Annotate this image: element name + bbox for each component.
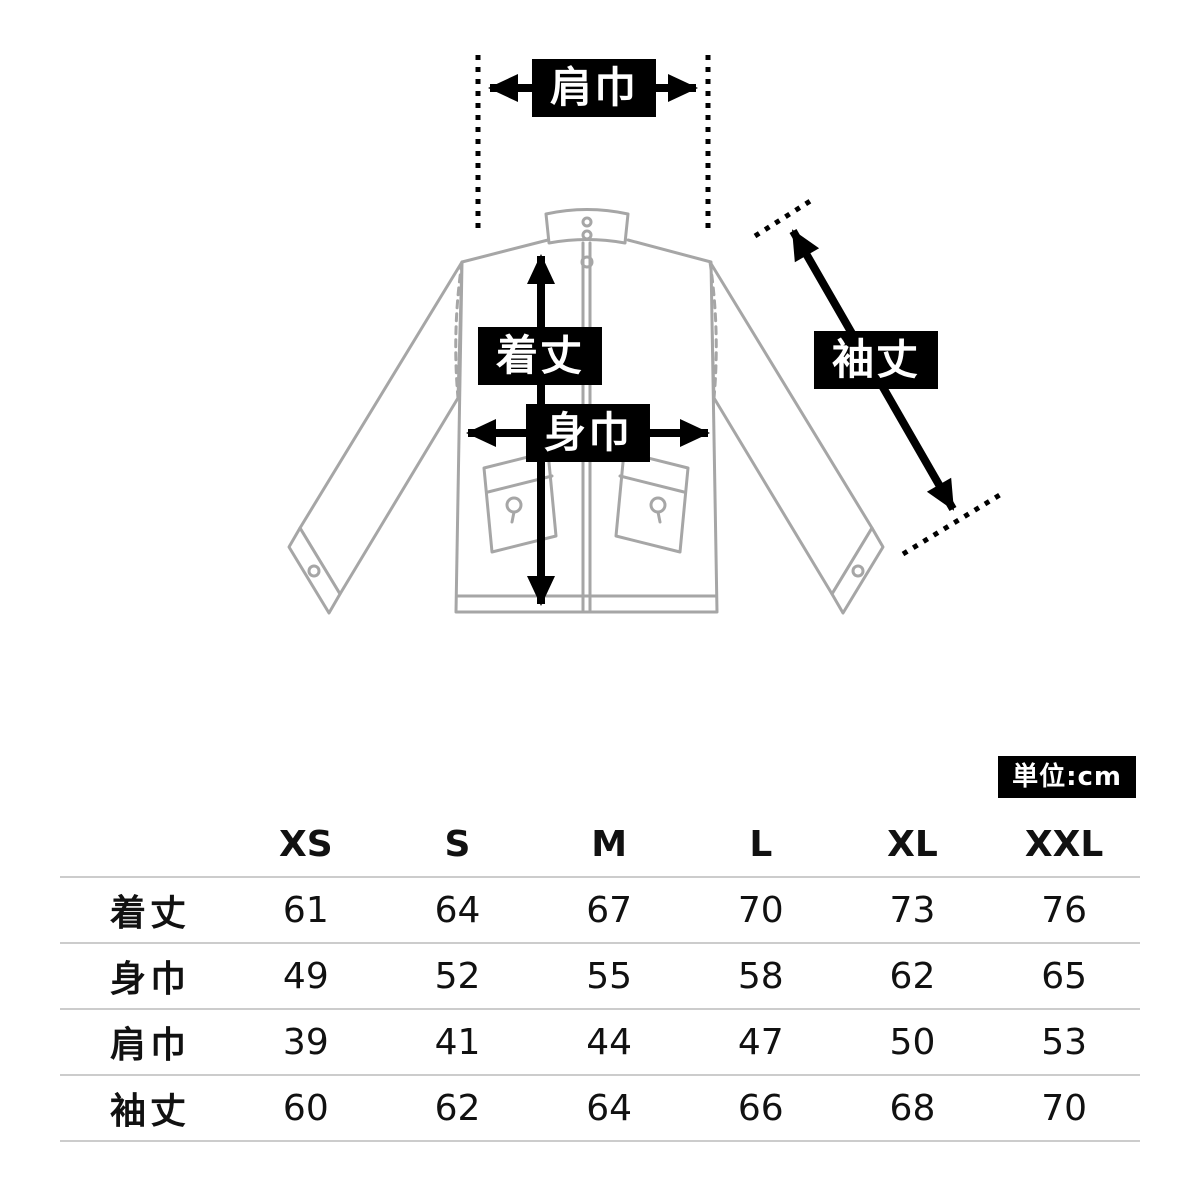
row-label-sleeve-length: 袖丈 [60,1075,230,1142]
size-col-m: M [533,812,685,878]
value-cell: 47 [684,1009,837,1076]
size-col-xl: XL [836,812,989,878]
table-row-sleeve-length: 袖丈 60 62 64 66 68 70 [60,1075,1140,1142]
value-cell: 53 [988,1009,1140,1076]
value-cell: 64 [533,1075,685,1142]
row-label-shoulder-width: 肩巾 [60,1009,230,1076]
value-cell: 68 [836,1075,989,1142]
value-cell: 50 [836,1009,989,1076]
value-cell: 49 [230,943,382,1010]
table-row-body-length: 着丈 61 64 67 70 73 76 [60,877,1140,944]
value-cell: 64 [381,877,534,944]
value-cell: 44 [533,1009,685,1076]
label-body-width: 身巾 [525,404,651,462]
value-cell: 70 [988,1075,1140,1142]
size-col-l: L [684,812,837,878]
size-col-xxl: XXL [988,812,1140,878]
jacket-right-sleeve [708,260,885,615]
value-cell: 65 [988,943,1140,1010]
size-col-s: S [381,812,534,878]
value-cell: 52 [381,943,534,1010]
label-body-length: 着丈 [477,327,603,385]
value-cell: 41 [381,1009,534,1076]
table-row-body-width: 身巾 49 52 55 58 62 65 [60,943,1140,1010]
jacket-collar [544,208,630,245]
jacket-left-pocket [482,450,558,554]
unit-badge: 単位:cm [998,756,1136,798]
size-col-xs: XS [230,812,382,878]
size-table-corner [60,812,230,878]
label-shoulder-width: 肩巾 [531,59,657,117]
sleeve-guide-bottom [901,490,1005,557]
value-cell: 62 [836,943,989,1010]
row-label-body-width: 身巾 [60,943,230,1010]
value-cell: 66 [684,1075,837,1142]
value-cell: 39 [230,1009,382,1076]
value-cell: 73 [836,877,989,944]
sleeve-guide-top [753,195,817,239]
row-label-body-length: 着丈 [60,877,230,944]
value-cell: 62 [381,1075,534,1142]
value-cell: 76 [988,877,1140,944]
jacket-left-sleeve [287,260,464,615]
size-table: XS S M L XL XXL 着丈 61 64 67 70 73 76 身巾 … [60,812,1140,1142]
value-cell: 67 [533,877,685,944]
value-cell: 55 [533,943,685,1010]
jacket-right-pocket [614,450,690,554]
value-cell: 70 [684,877,837,944]
label-sleeve-length: 袖丈 [813,331,939,389]
size-table-header-row: XS S M L XL XXL [60,812,1140,878]
value-cell: 60 [230,1075,382,1142]
value-cell: 58 [684,943,837,1010]
table-row-shoulder-width: 肩巾 39 41 44 47 50 53 [60,1009,1140,1076]
value-cell: 61 [230,877,382,944]
